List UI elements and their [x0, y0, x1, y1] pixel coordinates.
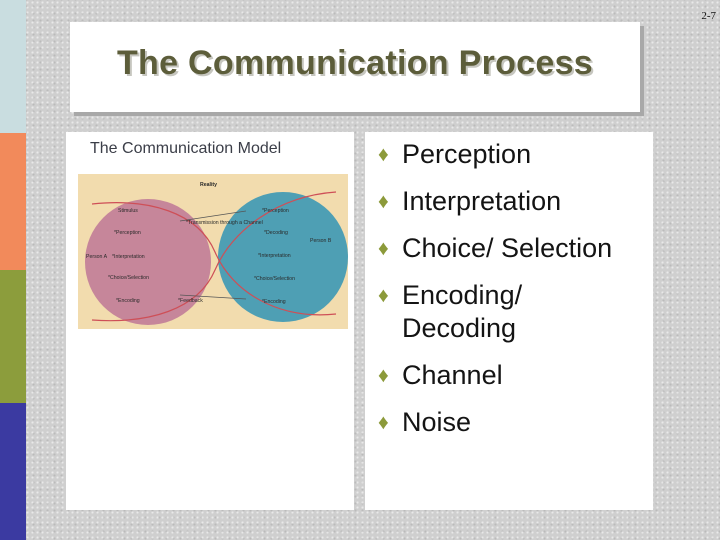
loop-curve-bottom [91, 191, 337, 322]
diamond-bullet-icon: ♦ [378, 190, 389, 213]
person-a-step: *Perception [114, 230, 141, 236]
diamond-bullet-icon: ♦ [378, 284, 389, 307]
bullet-item: ♦ Channel [378, 359, 668, 392]
model-caption: The Communication Model [90, 140, 282, 157]
label-reality: Reality [200, 182, 217, 188]
side-band-3 [0, 270, 26, 403]
bullet-text: Encoding/ [402, 280, 523, 310]
side-band-4 [0, 403, 26, 540]
label-transmission: *Transmission through a Channel [186, 220, 263, 226]
loop-curve-top [91, 202, 337, 316]
bullet-text: Noise [402, 407, 472, 437]
bullet-list: ♦ Perception ♦ Interpretation ♦ Choice/ … [378, 138, 668, 453]
person-a-circle [85, 199, 211, 325]
bullet-item: ♦ Encoding/ Decoding [378, 279, 668, 345]
page-number: 2-7 [701, 10, 716, 22]
diamond-bullet-icon: ♦ [378, 143, 389, 166]
slide-title: The Communication Process [116, 44, 594, 82]
bullet-text: Choice/ Selection [402, 233, 613, 263]
arrow-feedback [179, 294, 247, 300]
communication-model-diagram: Reality Stimulus *Perception *Interpreta… [78, 174, 348, 329]
person-b-step: *Interpretation [258, 253, 291, 259]
diamond-bullet-icon: ♦ [378, 411, 389, 434]
label-stimulus: Stimulus [118, 208, 138, 214]
right-panel [365, 132, 653, 510]
bullet-item: ♦ Perception [378, 138, 668, 171]
bullet-text: Interpretation [402, 186, 562, 216]
person-a-step: *Interpretation [112, 254, 145, 260]
arrow-transmission [179, 210, 247, 222]
person-a-step: *Encoding [116, 298, 140, 304]
side-band-2 [0, 133, 26, 270]
diamond-bullet-icon: ♦ [378, 364, 389, 387]
person-b-step: *Perception [262, 208, 289, 214]
title-box: The Communication Process [70, 22, 640, 112]
person-a-step: *Choice/Selection [108, 275, 149, 281]
bullet-item: ♦ Choice/ Selection [378, 232, 668, 265]
person-b-step: *Decoding [264, 230, 288, 236]
bullet-text: Channel [402, 360, 503, 390]
diamond-bullet-icon: ♦ [378, 237, 389, 260]
side-band-1 [0, 0, 26, 133]
bullet-text: Perception [402, 139, 532, 169]
label-person-a: Person A [86, 254, 108, 260]
bullet-item: ♦ Interpretation [378, 185, 668, 218]
person-b-step: *Choice/Selection [254, 276, 295, 282]
person-b-step: *Encoding [262, 299, 286, 305]
bullet-item: ♦ Noise [378, 406, 668, 439]
bullet-text-continued: Decoding [402, 313, 517, 343]
label-feedback: *Feedback [178, 298, 203, 304]
label-person-b: Person B [310, 238, 332, 244]
